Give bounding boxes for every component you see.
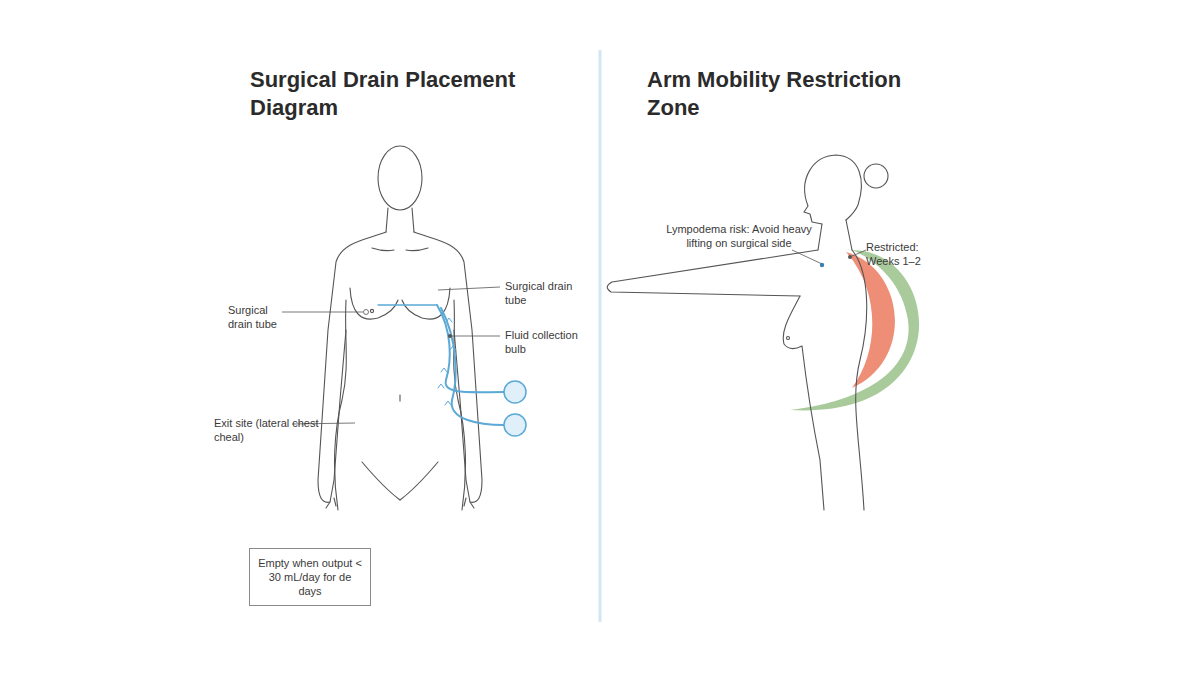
head-outline [378,146,422,210]
callout-label: Surgical drain tube [505,279,595,307]
leader-line [792,250,822,264]
leader-dot [848,255,852,259]
drain-tube [441,308,504,425]
hair-bun [864,164,888,188]
panel-title: Surgical Drain Placement Diagram [250,66,550,122]
breast-outline [350,288,398,319]
note-text: Empty when output < 30 mL/day for de day… [258,556,362,598]
neck-line [846,220,852,250]
neck-line [818,224,822,250]
incision-line [378,304,437,305]
neck-line [386,208,388,232]
callout-label: Surgical drain tube [228,303,288,331]
arm-outline [318,232,386,502]
leader-dot [448,334,452,338]
navel-mark [399,395,400,401]
panel-divider [599,50,602,622]
torso-outline [335,300,347,510]
nipple-mark [370,309,373,312]
flow-arrows [438,318,456,405]
panel-title: Arm Mobility Restriction Zone [647,66,927,122]
mobility-zone-green [790,250,919,410]
body-front [783,296,824,510]
leader-line [438,287,500,290]
note-box: Empty when output < 30 mL/day for de day… [249,548,371,606]
nipple-mark [787,337,790,340]
leader-dot [820,263,824,267]
hand-line [326,498,336,508]
hip-line [362,462,400,500]
warning-label: Lympodema risk: Avoid heavy lifting on s… [655,222,823,250]
leader-line [450,336,500,337]
restriction-zone-red [846,252,895,388]
leader-line [850,250,866,257]
callout-label: Fluid collection bulb [505,328,595,356]
leader-dot [364,310,369,315]
collection-bulb [504,414,526,436]
collection-bulb [504,381,526,403]
arm-outline [607,250,818,296]
clavicle-line [372,248,394,251]
zone-label: Restricted: Weeks 1–2 [866,240,936,268]
leader-line [282,312,363,313]
body-back [852,250,867,510]
head-profile [804,155,861,224]
drain-tube [437,305,504,392]
mirrored-body [400,208,482,510]
callout-label: Exit site (lateral chest cheal) [214,416,324,444]
